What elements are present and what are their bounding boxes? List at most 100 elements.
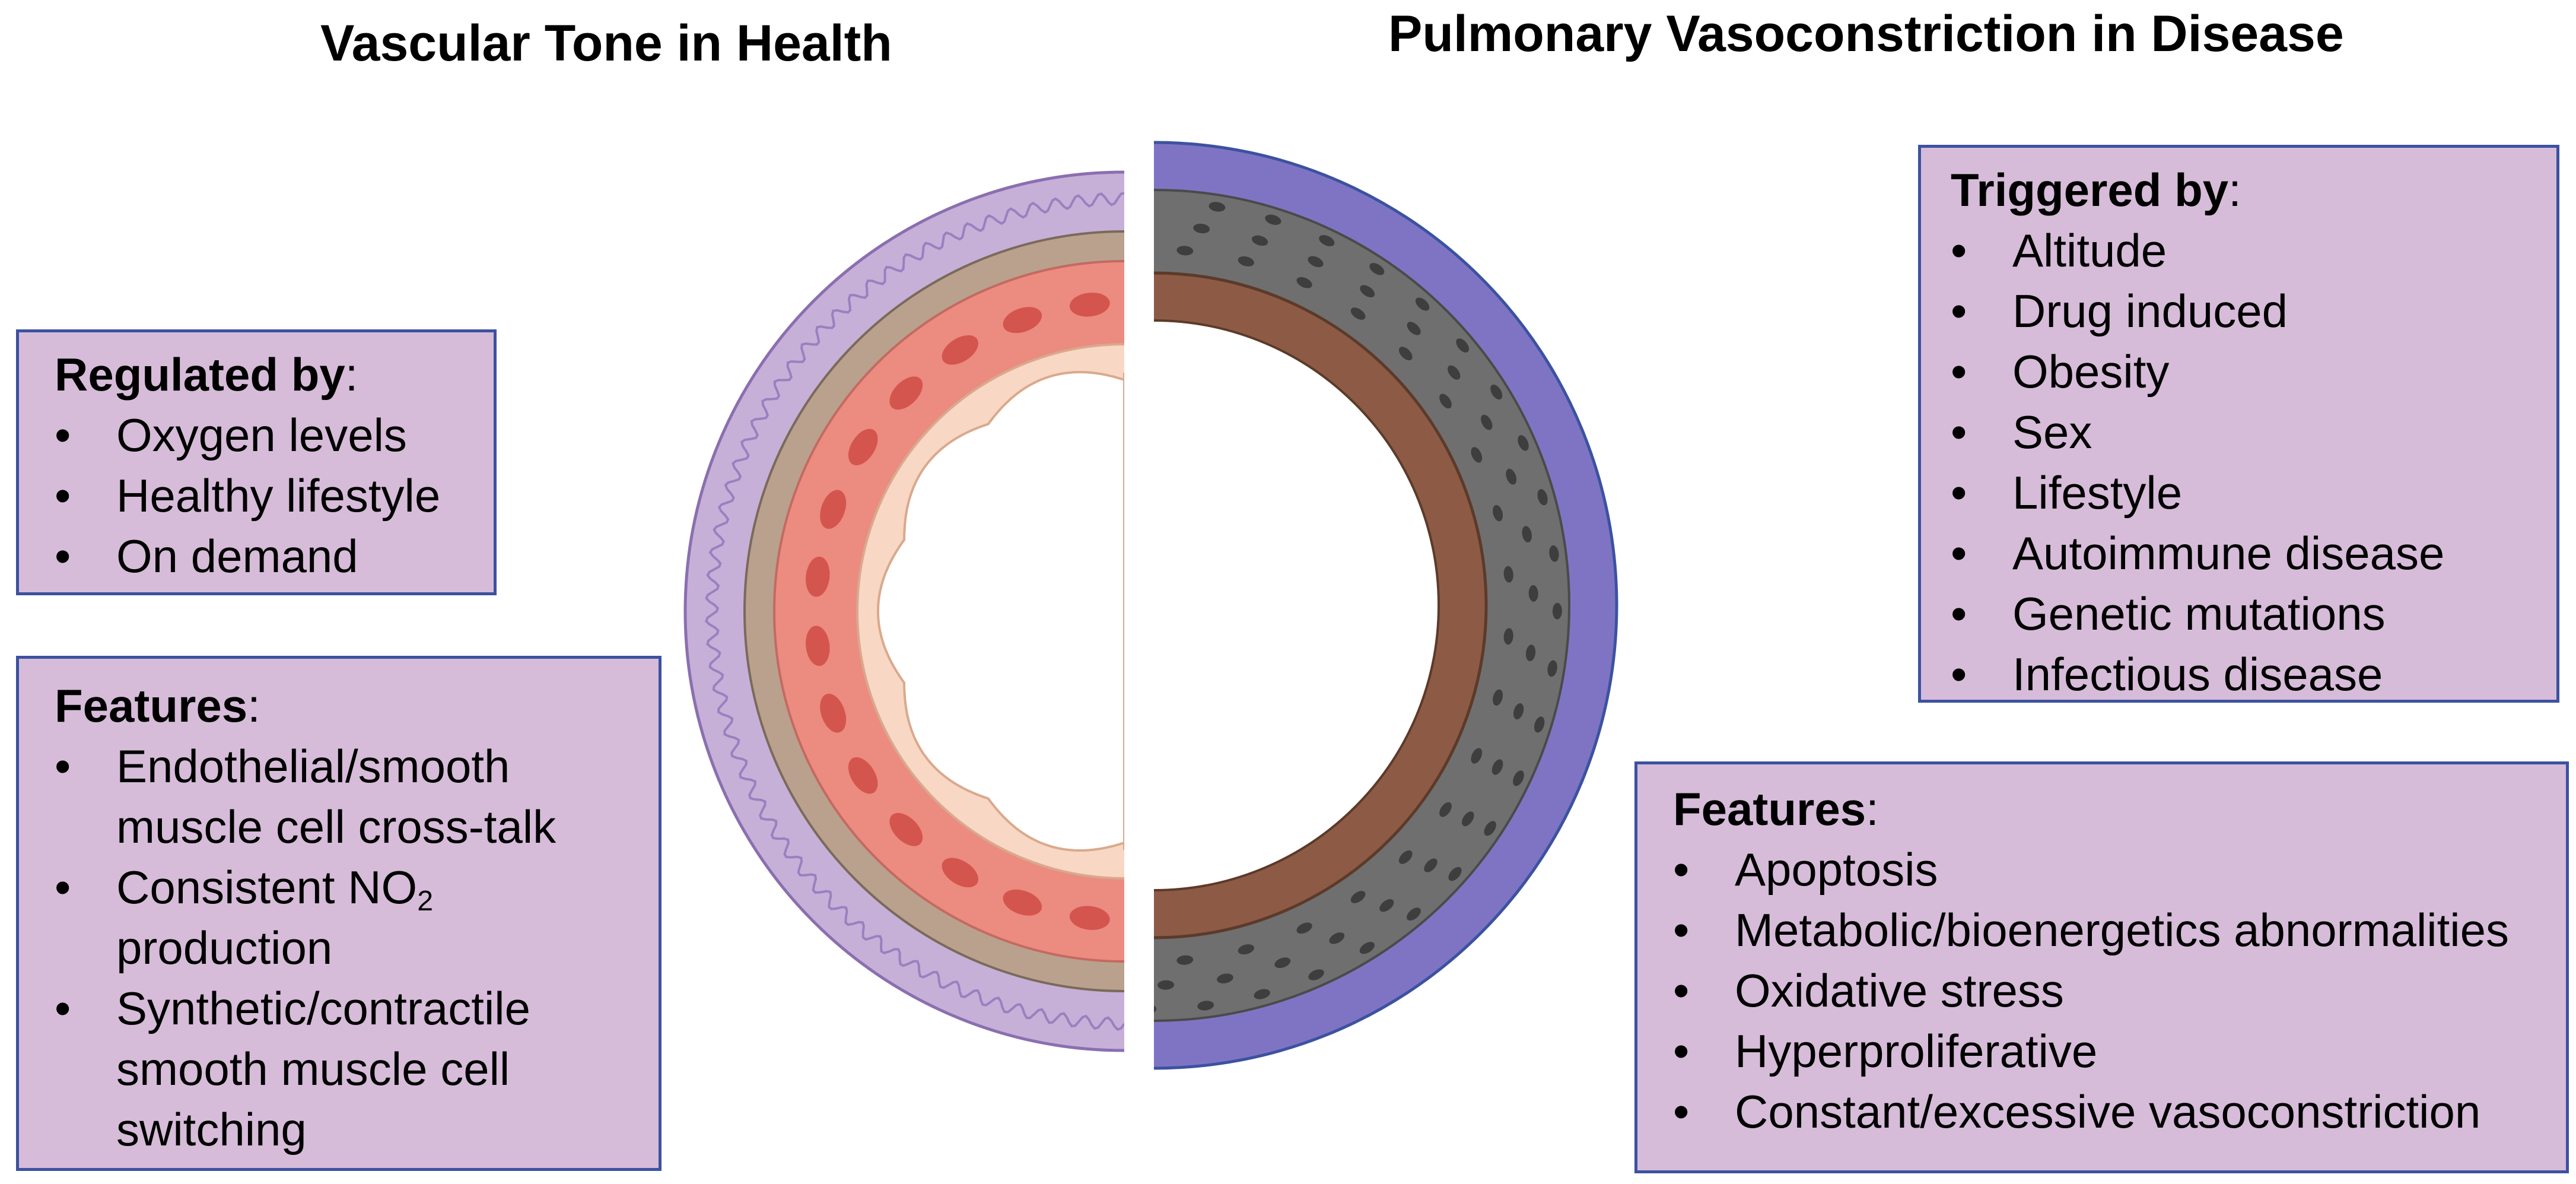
healthy-cell-nucleus (806, 556, 830, 597)
diseased-cell-nucleus (1217, 973, 1233, 983)
diseased-cell-nucleus (1471, 748, 1483, 764)
list-item: Genetic mutations (1951, 583, 2556, 644)
diseased-cell-nucleus (1481, 414, 1493, 430)
diseased-cell-nucleus (1415, 297, 1430, 311)
list-item: Infectious disease (1951, 644, 2556, 704)
healthy-cell-nucleus (820, 693, 847, 733)
diseased-cell-nucleus (1176, 955, 1194, 965)
disease-title: Pulmonary Vasoconstriction in Disease (1388, 5, 2344, 62)
healthy-cell-nucleus (1003, 889, 1042, 916)
diseased-cell-nucleus (1369, 263, 1385, 275)
healthy-cell-nucleus (820, 490, 847, 529)
diseased-cell-nucleus (1157, 980, 1175, 990)
diseased-cell-nucleus (1503, 628, 1513, 645)
healthy-cell-nucleus (1003, 307, 1042, 334)
diseased-cell-nucleus (1448, 866, 1462, 881)
health-features-list: Endothelial/smooth muscle cell cross-tal… (55, 736, 659, 1160)
diseased-cell-nucleus (1493, 689, 1503, 706)
diseased-cell-nucleus (1456, 338, 1470, 353)
diseased-cell-nucleus (1525, 645, 1536, 662)
diseased-cell-nucleus (1265, 214, 1281, 225)
healthy-cell-nucleus (942, 335, 979, 365)
list-item: Lifestyle (1951, 462, 2556, 523)
regulated-by-heading: Regulated by: (55, 348, 358, 401)
list-item: Hyperproliferative (1673, 1021, 2566, 1081)
triggered-by-heading: Triggered by: (1951, 164, 2241, 216)
diseased-cell-nucleus (1308, 256, 1324, 268)
diseased-cell-nucleus (1350, 891, 1366, 903)
diseased-cell-nucleus (1254, 989, 1270, 999)
healthy-cell-nucleus (848, 428, 878, 466)
triggered-by-list: Altitude Drug induced Obesity Sex Lifest… (1951, 220, 2556, 704)
diseased-cell-nucleus (1448, 365, 1461, 380)
diseased-cell-nucleus (1534, 716, 1545, 733)
diseased-cell-nucleus (1379, 899, 1394, 912)
list-item: Oxidative stress (1673, 960, 2566, 1021)
disease-features-heading: Features: (1673, 783, 1879, 835)
diseased-cell-nucleus (1547, 660, 1557, 677)
diseased-cell-nucleus (1193, 223, 1210, 234)
diseased-cell-nucleus (1484, 821, 1496, 836)
list-item: Oxygen levels (55, 405, 494, 465)
diseased-cell-nucleus (1319, 235, 1335, 246)
list-item: Apoptosis (1673, 839, 2566, 900)
diseased-cell-nucleus (1462, 811, 1474, 827)
healthy-cell-nucleus (889, 376, 923, 410)
health-features-box: Features: Endothelial/smooth muscle cell… (16, 656, 662, 1171)
diseased-cell-nucleus (1176, 246, 1194, 256)
list-item: Drug induced (1951, 281, 2556, 341)
list-item: Healthy lifestyle (55, 465, 494, 526)
healthy-lumen (876, 371, 1124, 852)
healthy-cell-nucleus (1069, 906, 1110, 930)
diseased-cell-nucleus (1439, 802, 1452, 817)
list-item: On demand (55, 526, 494, 586)
diseased-cell-nucleus (1549, 545, 1559, 562)
regulated-by-box: Regulated by: Oxygen levels Healthy life… (16, 329, 497, 595)
diseased-cell-nucleus (1359, 942, 1375, 954)
diseased-cell-nucleus (1537, 489, 1548, 506)
disease-features-box: Features: Apoptosis Metabolic/bioenerget… (1634, 761, 2569, 1173)
diseased-cell-nucleus (1513, 703, 1524, 720)
healthy-cell-nucleus (942, 858, 979, 888)
healthy-elastic-lamina-outer (705, 192, 1124, 1031)
healthy-cell-nucleus (1069, 293, 1110, 317)
diseased-cell-nucleus (1209, 202, 1226, 212)
list-item: Synthetic/contractile smooth muscle cell… (55, 978, 659, 1160)
health-title: Vascular Tone in Health (320, 15, 892, 72)
diseased-cell-nucleus (1251, 235, 1268, 246)
diseased-cell-nucleus (1490, 384, 1503, 400)
diseased-cell-nucleus (1513, 770, 1524, 786)
diseased-cell-nucleus (1296, 922, 1312, 934)
diseased-cell-nucleus (1274, 957, 1291, 969)
diseased-cell-nucleus (1471, 447, 1483, 463)
diseased-cell-nucleus (1296, 277, 1312, 288)
diseased-lumen (1154, 319, 1440, 891)
diseased-cell-nucleus (1398, 850, 1413, 864)
diseased-cell-nucleus (1398, 347, 1413, 361)
disease-features-list: Apoptosis Metabolic/bioenergetics abnorm… (1673, 839, 2566, 1142)
diseased-cell-nucleus (1506, 468, 1517, 485)
diseased-cell-nucleus (1238, 256, 1254, 266)
health-features-heading: Features: (55, 680, 260, 732)
list-item: Metabolic/bioenergetics abnormalities (1673, 900, 2566, 960)
list-item: Endothelial/smooth muscle cell cross-tal… (55, 736, 659, 857)
list-item: Autoimmune disease (1951, 523, 2556, 583)
diseased-cell-nucleus (1238, 944, 1254, 955)
diseased-cell-nucleus (1350, 307, 1366, 320)
diseased-cell-nucleus (1503, 566, 1513, 583)
triggered-by-box: Triggered by: Altitude Drug induced Obes… (1918, 145, 2559, 704)
diseased-cell-nucleus (1197, 1001, 1214, 1011)
diseased-cell-nucleus (1493, 505, 1503, 522)
diseased-cells (1154, 202, 1562, 1014)
blood-vessel-cross-section-icon (683, 141, 1618, 1070)
diseased-vessel-half (1154, 141, 1618, 1070)
healthy-cell-nucleus (889, 812, 923, 846)
diseased-cell-nucleus (1491, 759, 1503, 775)
list-item: Altitude (1951, 220, 2556, 281)
diseased-cell-nucleus (1424, 858, 1438, 872)
diseased-cell-nucleus (1552, 602, 1562, 620)
diseased-cell-nucleus (1329, 932, 1345, 944)
healthy-cells (806, 293, 1110, 930)
healthy-vessel-half (683, 170, 1124, 1052)
